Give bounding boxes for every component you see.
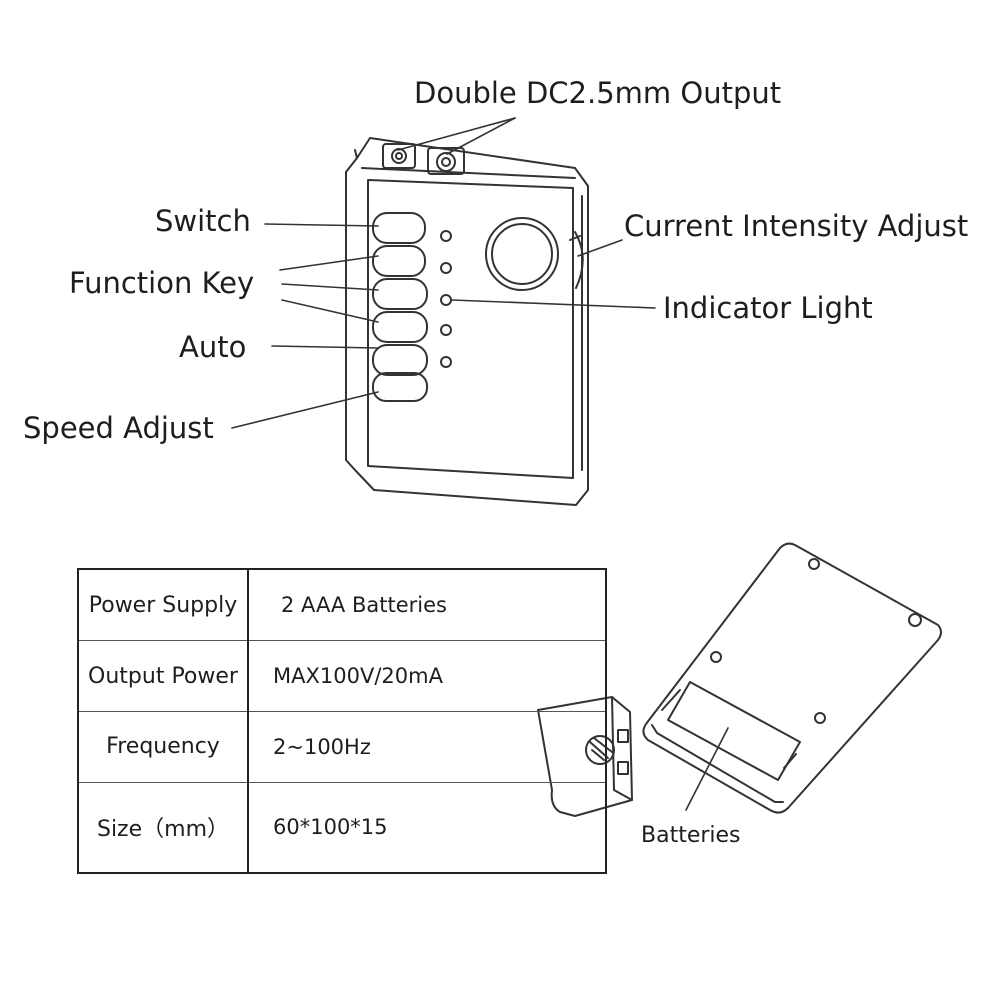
- table-row: Power Supply 2 AAA Batteries: [78, 569, 606, 642]
- device-face-panel: [367, 179, 574, 479]
- leader-lines: [231, 117, 729, 811]
- device-back-view: [642, 542, 942, 814]
- spec-table: Power Supply 2 AAA Batteries Output Powe…: [77, 568, 607, 874]
- label-double-dc-output: Double DC2.5mm Output: [414, 76, 782, 110]
- label-current-intensity-adjust: Current Intensity Adjust: [624, 209, 969, 243]
- spec-key-size: Size（mm）: [78, 782, 249, 873]
- label-auto: Auto: [179, 330, 247, 364]
- spec-key-frequency: Frequency: [78, 711, 249, 783]
- table-row: Size（mm） 60*100*15: [78, 782, 606, 873]
- label-switch: Switch: [155, 204, 251, 238]
- indicator-lights: [440, 230, 452, 368]
- label-speed-adjust: Speed Adjust: [23, 411, 214, 445]
- spec-value-frequency: 2~100Hz: [248, 711, 606, 783]
- spec-value-size: 60*100*15: [273, 815, 388, 840]
- label-indicator-light: Indicator Light: [663, 291, 873, 325]
- table-row: Frequency 2~100Hz: [78, 711, 606, 783]
- output-jack-left: [382, 143, 416, 169]
- label-batteries: Batteries: [641, 823, 741, 848]
- battery-compartment: [667, 681, 801, 781]
- spec-value-output-power: MAX100V/20mA: [248, 640, 606, 712]
- output-jack-right: [427, 147, 465, 175]
- spec-key-power-supply: Power Supply: [78, 569, 249, 642]
- spec-value-power-supply: 2 AAA Batteries: [248, 569, 606, 642]
- intensity-knob: [485, 217, 584, 291]
- table-row: Output Power MAX100V/20mA: [78, 640, 606, 712]
- device-front-view: [345, 137, 589, 506]
- button-column: [372, 212, 428, 402]
- label-function-key: Function Key: [69, 266, 255, 300]
- spec-key-output-power: Output Power: [78, 640, 249, 712]
